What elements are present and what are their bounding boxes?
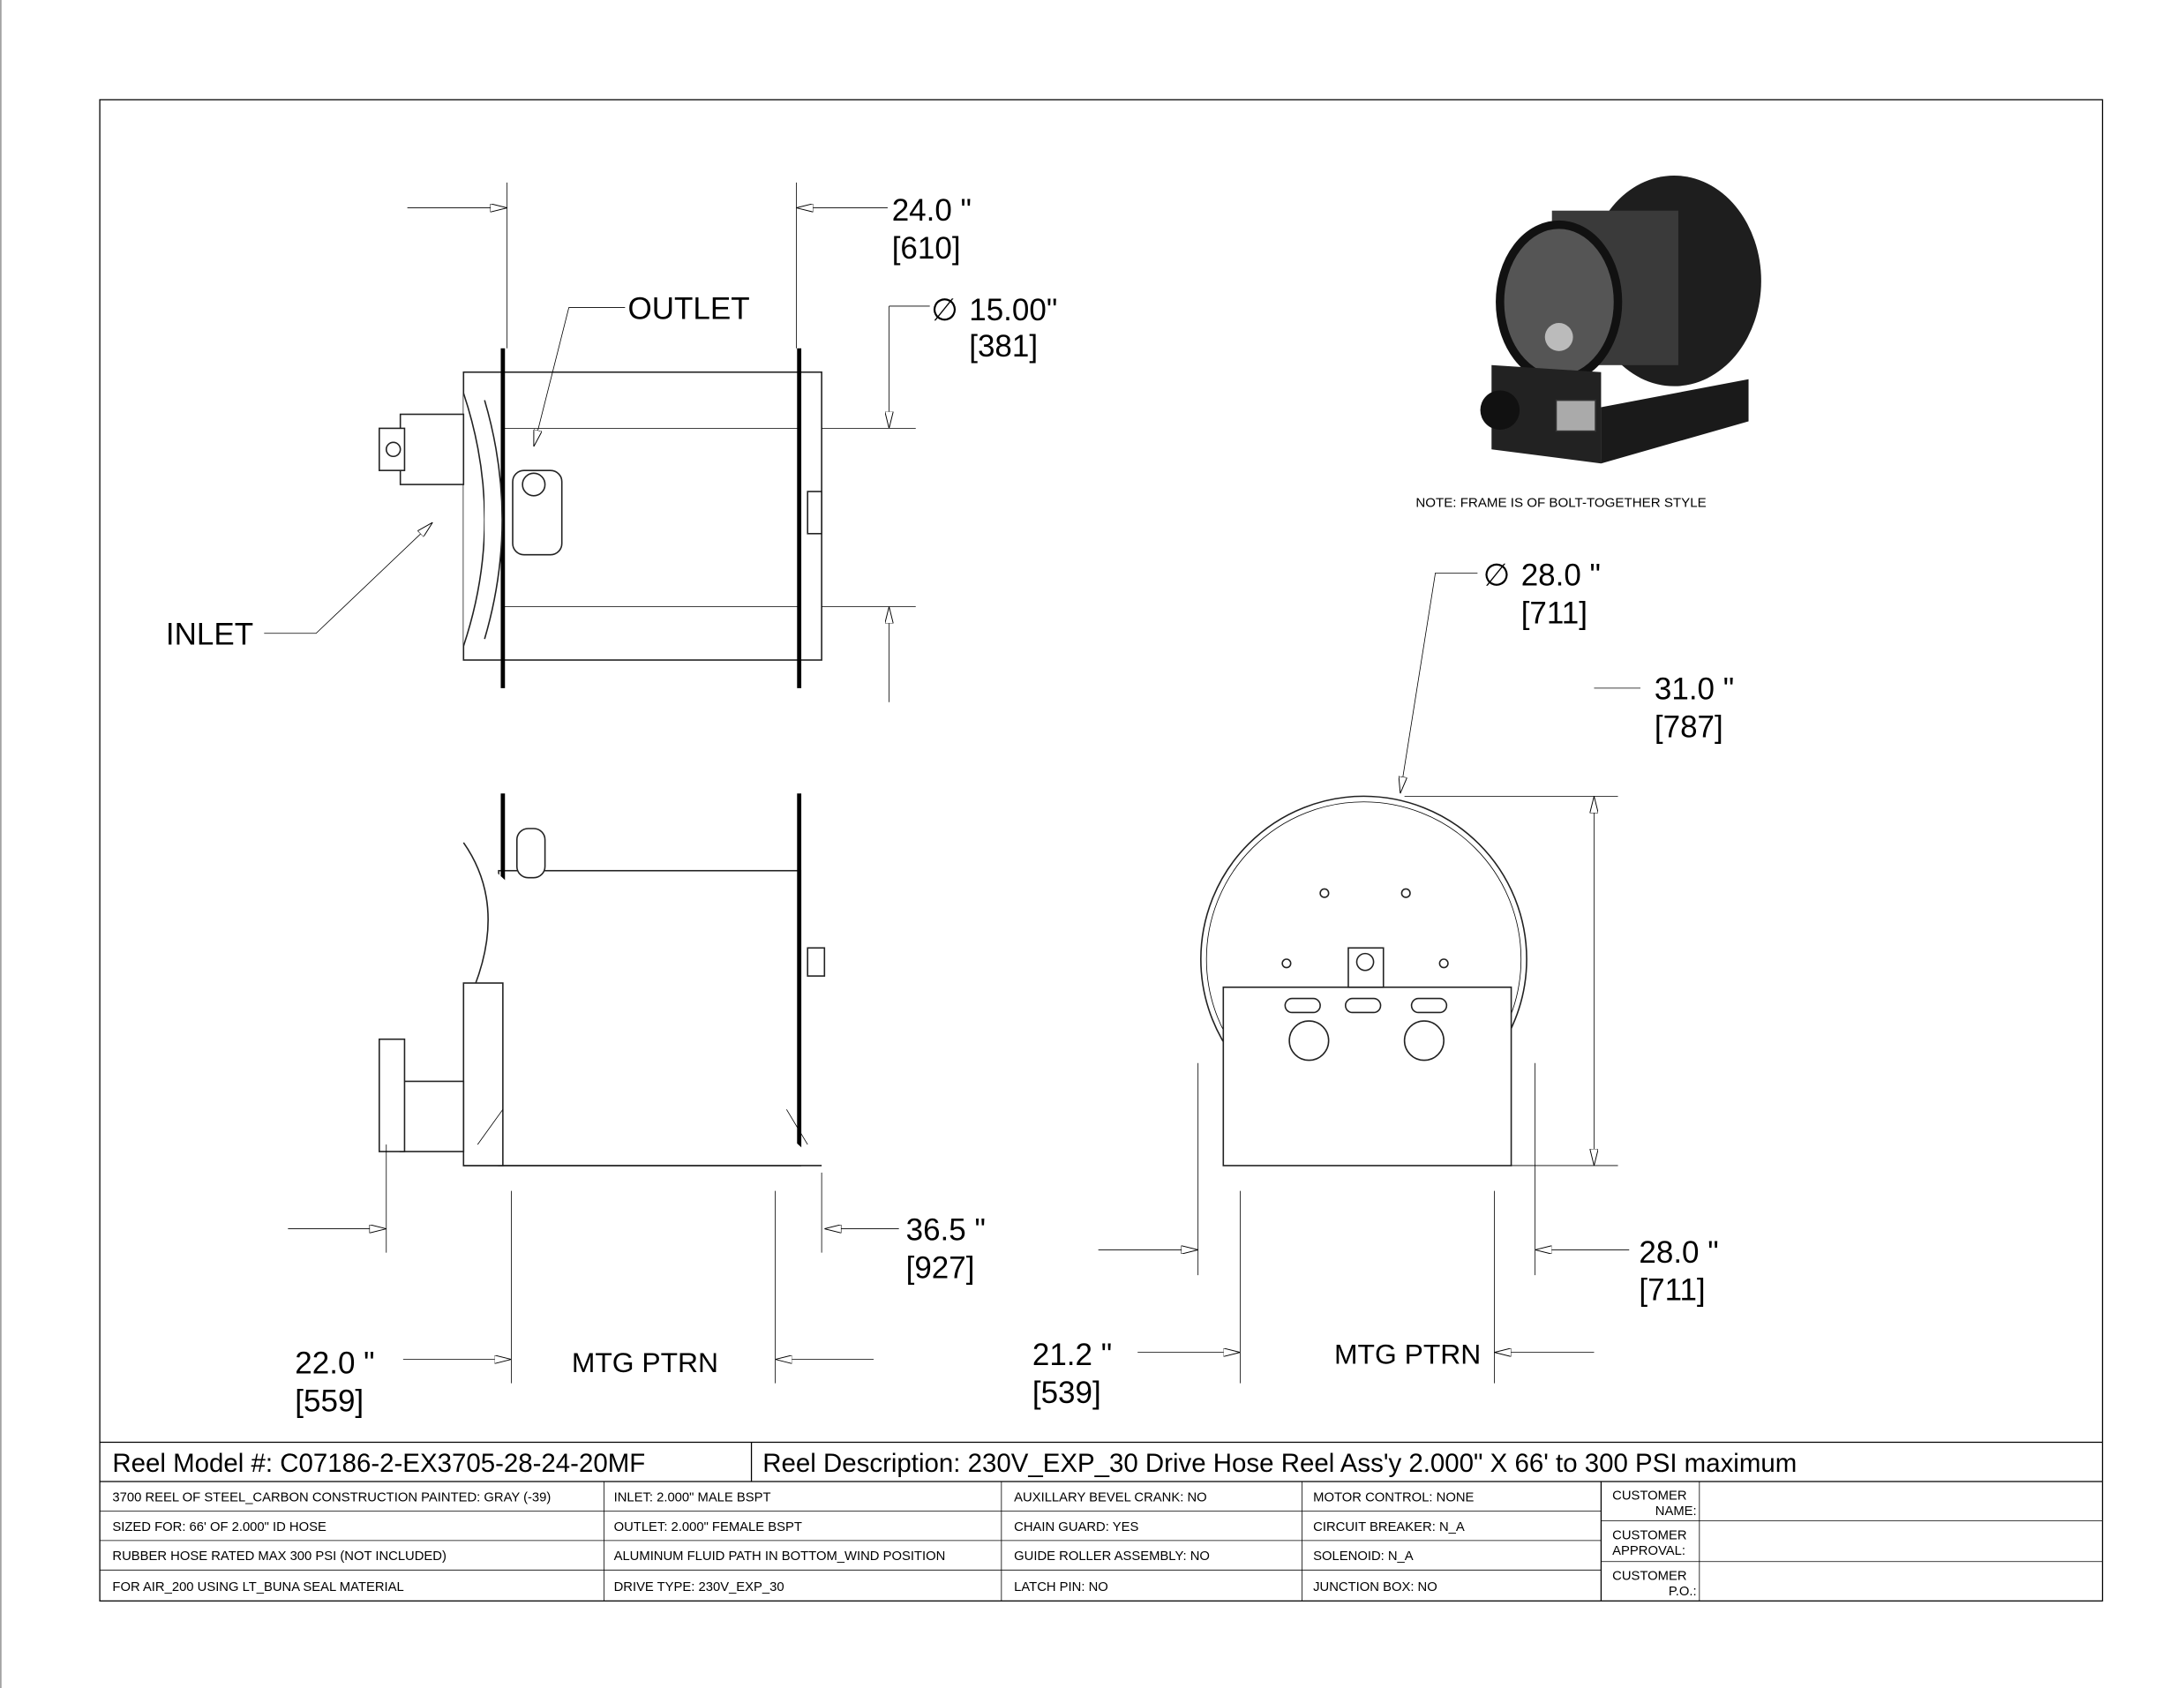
mtg-dim: 21.2 " <box>1032 1338 1112 1372</box>
side-motor <box>399 1080 465 1152</box>
spec-cell: CHAIN GUARD: YES <box>1014 1520 1138 1534</box>
overall-dim: 36.5 " <box>906 1212 986 1247</box>
mtg-ptrn-label: MTG PTRN <box>1334 1338 1481 1369</box>
diameter-symbol: ∅ <box>931 293 958 327</box>
base-dim-mm: [711] <box>1639 1273 1705 1308</box>
mtg-ptrn-label: MTG PTRN <box>572 1347 718 1378</box>
customer-approval-field[interactable] <box>1700 1522 2101 1560</box>
diameter-symbol: ∅ <box>1483 559 1511 593</box>
customer-name-label: CUSTOMER <box>1612 1489 1686 1504</box>
customer-name-field[interactable] <box>1700 1483 2101 1519</box>
spec-cell: JUNCTION BOX: NO <box>1313 1580 1437 1594</box>
isometric-view: NOTE: FRAME IS OF BOLT-TOGETHER STYLE <box>1415 175 1761 511</box>
overall-dim-mm: [927] <box>906 1250 975 1285</box>
mtg-dim-mm: [559] <box>295 1384 364 1418</box>
spec-cell: CIRCUIT BREAKER: N_A <box>1313 1520 1465 1534</box>
spec-cell: LATCH PIN: NO <box>1014 1580 1108 1594</box>
spec-cell: SOLENOID: N_A <box>1313 1549 1414 1564</box>
customer-name-label: NAME: <box>1655 1504 1697 1519</box>
drum-dia: 15.00" <box>969 293 1057 327</box>
spec-cell: OUTLET: 2.000" FEMALE BSPT <box>614 1520 802 1534</box>
spec-cell: INLET: 2.000" MALE BSPT <box>614 1490 771 1504</box>
title-block: Reel Model #: C07186-2-EX3705-28-24-20MF… <box>100 1441 2103 1602</box>
width-dim-mm: [610] <box>892 231 961 266</box>
spec-cell: AUXILLARY BEVEL CRANK: NO <box>1014 1490 1206 1504</box>
spec-cell: 3700 REEL OF STEEL_CARBON CONSTRUCTION P… <box>112 1490 551 1504</box>
height-dim: 31.0 " <box>1655 672 1734 707</box>
inlet-label: INLET <box>166 618 253 652</box>
reel-model: Reel Model #: C07186-2-EX3705-28-24-20MF <box>112 1449 645 1478</box>
outlet-label: OUTLET <box>628 291 750 326</box>
spec-cell: RUBBER HOSE RATED MAX 300 PSI (NOT INCLU… <box>112 1549 447 1564</box>
iso-note: NOTE: FRAME IS OF BOLT-TOGETHER STYLE <box>1415 496 1706 511</box>
width-dim: 24.0 " <box>892 193 972 228</box>
customer-po-label: P.O.: <box>1669 1585 1697 1599</box>
spec-cell: DRIVE TYPE: 230V_EXP_30 <box>614 1580 784 1594</box>
spec-cell: SIZED FOR: 66' OF 2.000" ID HOSE <box>112 1520 326 1534</box>
flange-dia: 28.0 " <box>1521 559 1601 593</box>
height-dim-mm: [787] <box>1655 710 1723 745</box>
sheet-border <box>99 99 2104 1602</box>
front-view: 31.0 " [787] ∅ 28.0 " [711] 28.0 " [711]… <box>1032 559 1734 1410</box>
base-dim: 28.0 " <box>1639 1235 1718 1270</box>
customer-approval-label: CUSTOMER <box>1612 1528 1686 1542</box>
mtg-dim-mm: [539] <box>1032 1376 1101 1410</box>
flange-dia-mm: [711] <box>1521 596 1587 631</box>
mtg-dim: 22.0 " <box>295 1347 374 1381</box>
spec-cell: FOR AIR_200 USING LT_BUNA SEAL MATERIAL <box>112 1580 403 1594</box>
customer-po-label: CUSTOMER <box>1612 1569 1686 1583</box>
spec-cell: MOTOR CONTROL: NONE <box>1313 1490 1474 1504</box>
top-view: 24.0 " [610] ∅ 15.00" [381] OUTLET INLET <box>166 182 1057 702</box>
drum-dia-mm: [381] <box>969 329 1038 364</box>
spec-cell: GUIDE ROLLER ASSEMBLY: NO <box>1014 1549 1210 1564</box>
side-view: 36.5 " [927] 22.0 " [559] MTG PTRN <box>288 793 986 1418</box>
customer-po-field[interactable] <box>1700 1563 2101 1599</box>
customer-approval-label: APPROVAL: <box>1612 1544 1685 1558</box>
spec-cell: ALUMINUM FLUID PATH IN BOTTOM_WIND POSIT… <box>614 1549 946 1564</box>
motor <box>399 413 465 485</box>
reel-description: Reel Description: 230V_EXP_30 Drive Hose… <box>762 1449 1797 1478</box>
